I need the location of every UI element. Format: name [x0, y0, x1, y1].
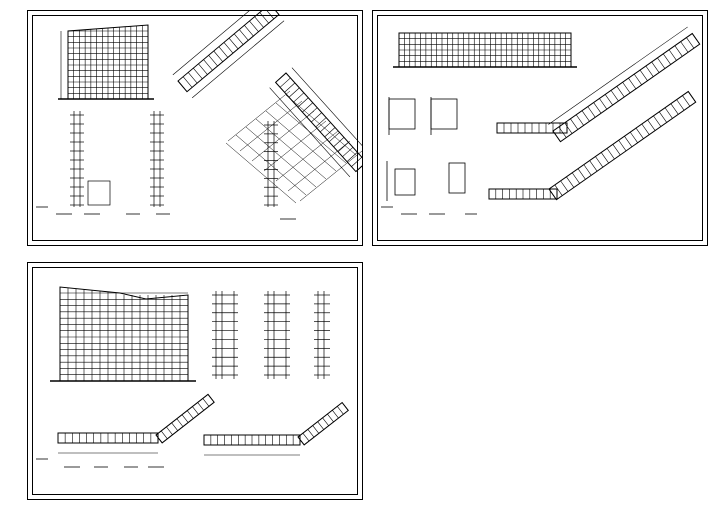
- sheet-1-drawing: [36, 11, 362, 220]
- sheet-1-inner-border: [32, 15, 358, 241]
- plan-lattice: [225, 90, 362, 204]
- strip-inclined-right: [297, 401, 349, 446]
- section-b: [150, 111, 164, 207]
- inclined-plan-upper: [172, 11, 285, 99]
- drawing-sheet-1: [27, 10, 363, 246]
- strip-plan-left: [57, 432, 159, 454]
- wall-detail: [264, 121, 278, 207]
- sheet-2-inner-border: [377, 15, 703, 241]
- strip-plan: [488, 122, 568, 200]
- inclined-plan-right: [269, 67, 362, 178]
- sheet-2-drawing: [381, 26, 701, 215]
- section-b: [264, 291, 290, 379]
- strip-inclined-left: [155, 393, 215, 444]
- front-elevation: [58, 24, 154, 100]
- section-a: [70, 111, 111, 207]
- sheet-2-title-marks: [381, 206, 477, 215]
- sheet-3-title-marks: [36, 458, 164, 468]
- sheet-3-inner-border: [32, 267, 358, 495]
- sheet-1-title-marks: [36, 206, 296, 220]
- inclined-plan-lower: [548, 90, 697, 201]
- section-c: [314, 291, 330, 379]
- front-elevation: [50, 286, 196, 382]
- long-elevation: [393, 32, 577, 68]
- inclined-plan: [548, 26, 701, 143]
- drawing-sheet-3: [27, 262, 363, 500]
- section-a: [212, 291, 238, 379]
- node-details: [386, 97, 466, 201]
- sheet-3-drawing: [36, 286, 349, 468]
- drawing-sheet-2: [372, 10, 708, 246]
- strip-plan-right: [203, 434, 301, 456]
